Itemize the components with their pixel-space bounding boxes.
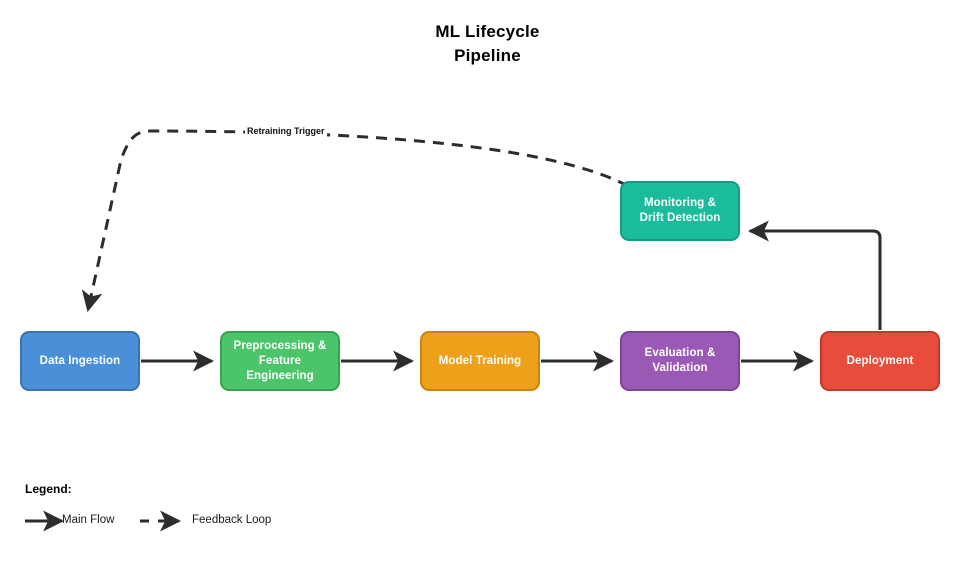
- node-deployment-label-1: Deployment: [846, 354, 914, 367]
- node-model-training[interactable]: Model Training: [420, 331, 540, 391]
- node-evaluation-label-2: Validation: [652, 362, 708, 374]
- legend-feedback-loop-label: Feedback Loop: [192, 514, 272, 526]
- node-data-ingestion[interactable]: Data Ingestion: [20, 331, 140, 391]
- node-data-ingestion-label-1: Data Ingestion: [39, 354, 121, 367]
- node-model-training-label-1: Model Training: [438, 354, 522, 367]
- edge-deployment-to-monitoring: [747, 220, 882, 330]
- node-monitoring-label-1: Monitoring &: [643, 197, 717, 209]
- edge-monitoring-to-ingestion-feedback: [81, 129, 629, 313]
- node-deployment[interactable]: Deployment: [820, 331, 940, 391]
- edge-label-retraining-trigger: Retraining Trigger: [245, 125, 327, 137]
- node-preprocessing-label-2: Feature Engineering: [246, 354, 314, 382]
- node-evaluation[interactable]: Evaluation & Validation: [620, 331, 740, 391]
- node-monitoring[interactable]: Monitoring & Drift Detection: [620, 181, 740, 241]
- legend-title: Legend:: [25, 482, 72, 496]
- node-monitoring-label-2: Drift Detection: [639, 212, 721, 224]
- node-preprocessing[interactable]: Preprocessing & Feature Engineering: [220, 331, 340, 391]
- legend-main-flow-label: Main Flow: [62, 514, 115, 526]
- node-evaluation-label-1: Evaluation &: [644, 347, 716, 359]
- node-preprocessing-label-1: Preprocessing &: [233, 339, 327, 352]
